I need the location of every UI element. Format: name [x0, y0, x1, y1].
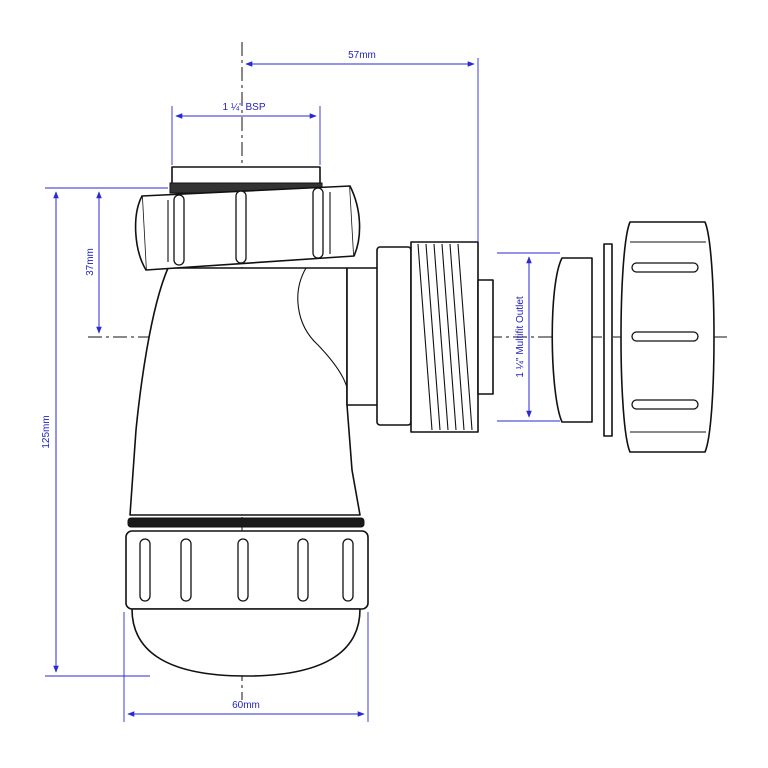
bottom-cup	[125, 517, 369, 677]
dimension-bsp: 1 ¼" BSP	[171, 101, 321, 165]
trap-body	[129, 267, 361, 516]
seal-height-label: 37mm	[85, 248, 96, 276]
outlet-nut	[620, 221, 715, 453]
dimension-60mm: 60mm	[123, 612, 369, 722]
dimension-37mm: 37mm	[85, 187, 168, 334]
total-height-label: 125mm	[41, 415, 52, 448]
width-dimension-label: 60mm	[232, 700, 260, 711]
outlet-flat-washer	[603, 243, 613, 437]
outlet-spigot	[346, 241, 494, 433]
outlet-size-label: 1 ¼" Multifit Outlet	[514, 296, 526, 378]
outlet-thread-lines	[417, 243, 473, 431]
inlet-nut	[134, 166, 361, 271]
offset-dimension-label: 57mm	[348, 50, 376, 61]
dimension-outlet: 1 ¼" Multifit Outlet	[497, 252, 560, 422]
inlet-thread-label: 1 ¼" BSP	[222, 101, 265, 113]
sealing-ring	[127, 517, 365, 528]
outlet-cone-washer	[551, 257, 593, 423]
dimension-57mm: 57mm	[245, 50, 479, 242]
dimension-125mm: 125mm	[41, 187, 150, 677]
